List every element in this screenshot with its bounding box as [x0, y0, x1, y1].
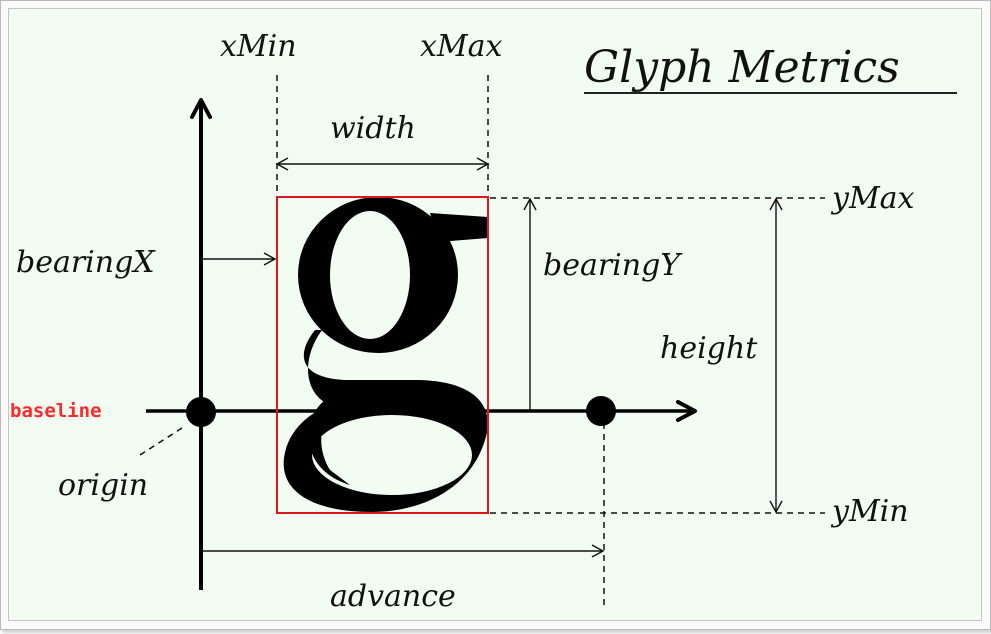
label-ymin: yMin — [830, 494, 909, 529]
label-origin: origin — [58, 468, 148, 503]
origin-point — [186, 397, 216, 427]
label-xmax: xMax — [420, 29, 503, 64]
origin-leader — [139, 427, 183, 456]
advance-point — [586, 396, 616, 426]
label-bearingy: bearingY — [543, 248, 683, 283]
diagram-panel — [8, 8, 982, 621]
label-xmin: xMin — [220, 29, 297, 64]
label-advance: advance — [330, 579, 456, 614]
label-width: width — [330, 111, 416, 146]
diagram-title: Glyph Metrics — [584, 42, 900, 93]
label-bearingx: bearingX — [16, 245, 156, 280]
label-height: height — [660, 331, 758, 366]
guide-lines — [139, 75, 825, 608]
label-ymax: yMax — [830, 181, 915, 216]
label-baseline: baseline — [10, 400, 102, 422]
bounding-box — [276, 196, 489, 514]
glyph-g — [283, 197, 488, 512]
